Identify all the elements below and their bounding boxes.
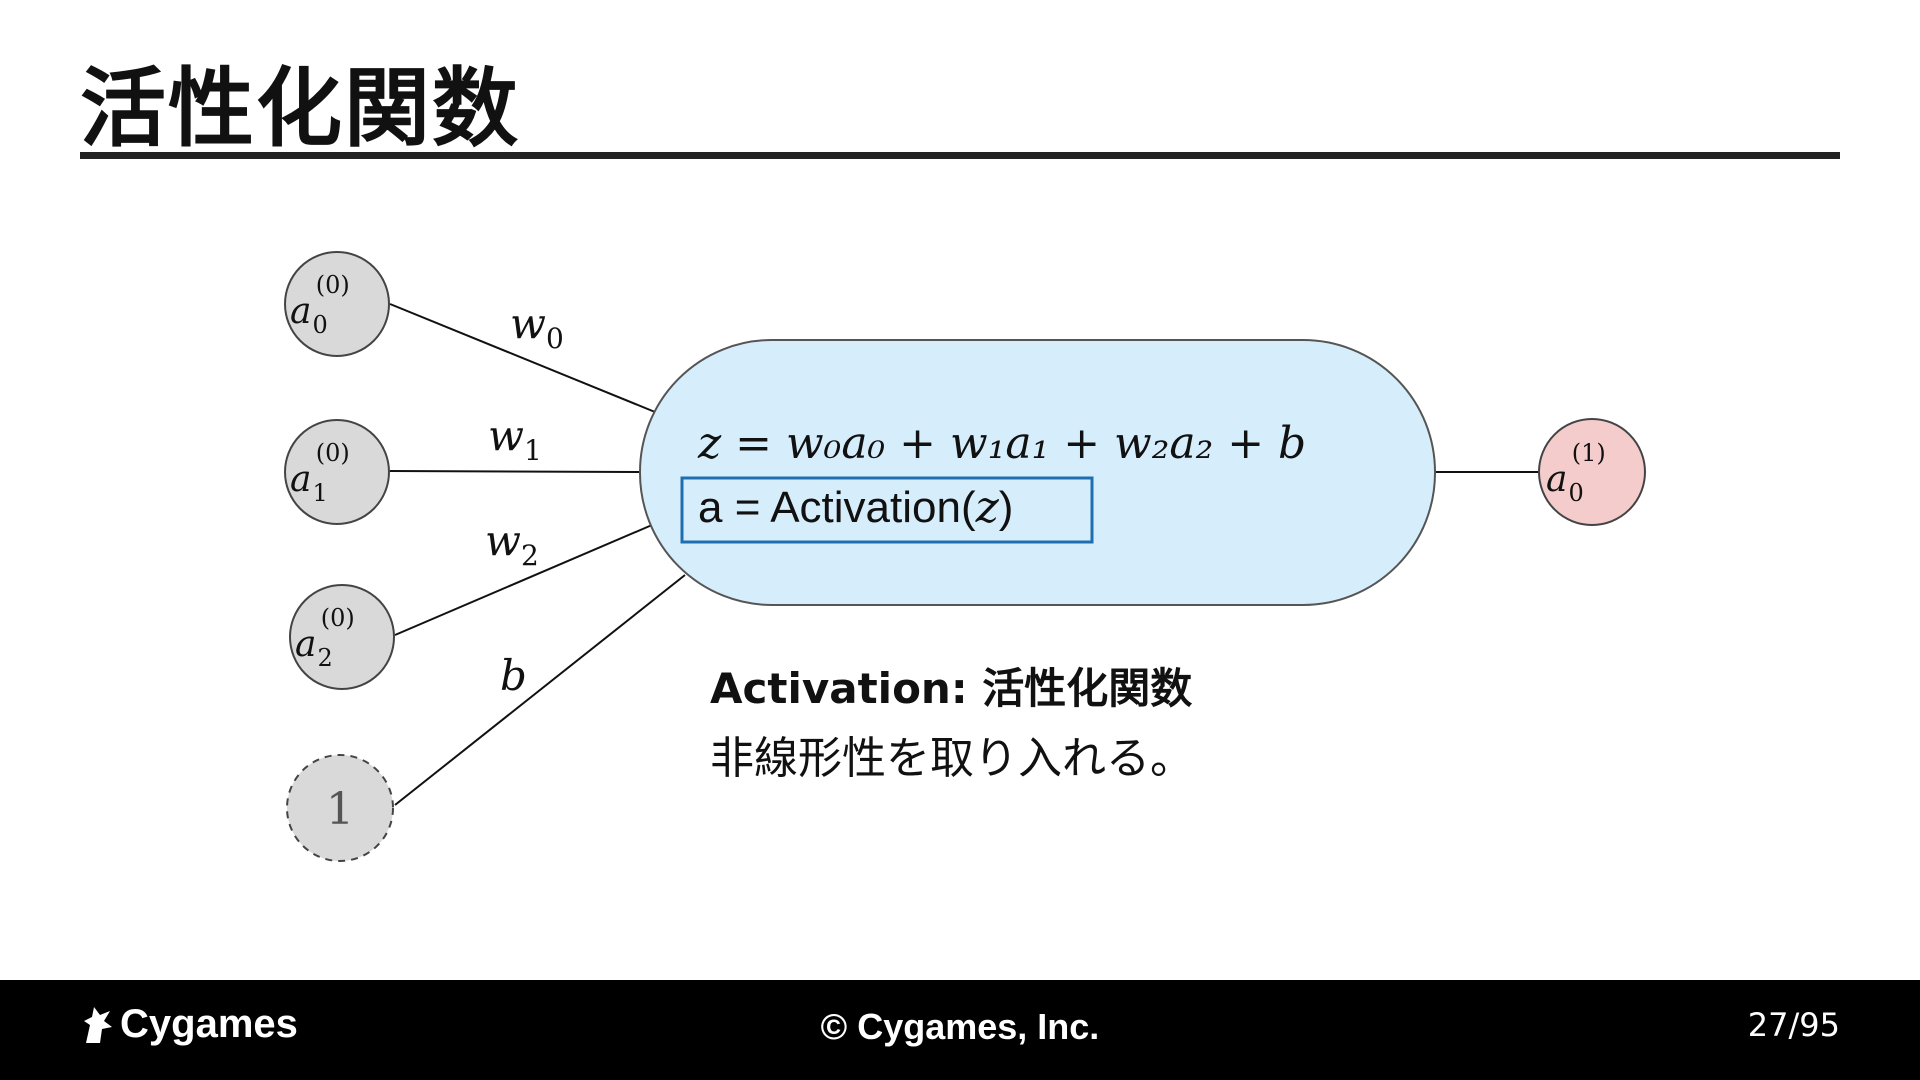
bias-node — [286, 754, 394, 862]
output-node — [1538, 418, 1646, 526]
activation-equation: a = Activation(z) — [698, 482, 1013, 533]
input-label-2: a2(0) — [295, 604, 355, 672]
slide-title: 活性化関数 — [80, 59, 520, 159]
logo-text: Cygames — [120, 1002, 298, 1046]
footer-bar: Cygames © Cygames, Inc. 27/95 — [0, 980, 1920, 1080]
input-node-1 — [284, 419, 390, 525]
activation-caption: Activation: 活性化関数 非線形性を取り入れる。 — [710, 655, 1194, 786]
dragon-icon — [84, 1006, 112, 1043]
edge-bias — [394, 574, 686, 806]
input-label-0: a0(0) — [290, 271, 350, 339]
neuron-body — [639, 339, 1436, 606]
weight-label-0: w0 — [510, 299, 564, 355]
bias-node-label: 1 — [326, 784, 354, 835]
edge-input-0 — [389, 303, 656, 413]
title-underline — [80, 152, 1840, 159]
edge-input-1 — [389, 470, 641, 473]
caption-description: 非線形性を取り入れる。 — [710, 733, 1194, 784]
output-label: a0(1) — [1546, 439, 1606, 507]
input-node-0 — [284, 251, 390, 357]
input-node-2 — [289, 584, 395, 690]
caption-heading: Activation: 活性化関数 — [710, 664, 1193, 713]
page-number: 27/95 — [1747, 1006, 1840, 1044]
cygames-logo: Cygames — [80, 1002, 298, 1047]
weight-label-bias: b — [500, 651, 527, 700]
activation-highlight-box — [680, 476, 1094, 544]
weight-label-1: w1 — [488, 411, 542, 467]
weight-label-2: w2 — [485, 516, 539, 572]
input-label-1: a1(0) — [290, 439, 350, 507]
z-equation: z = w₀a₀ + w₁a₁ + w₂a₂ + b — [697, 418, 1306, 469]
edge-input-2 — [394, 524, 653, 636]
copyright-text: © Cygames, Inc. — [820, 1006, 1100, 1047]
